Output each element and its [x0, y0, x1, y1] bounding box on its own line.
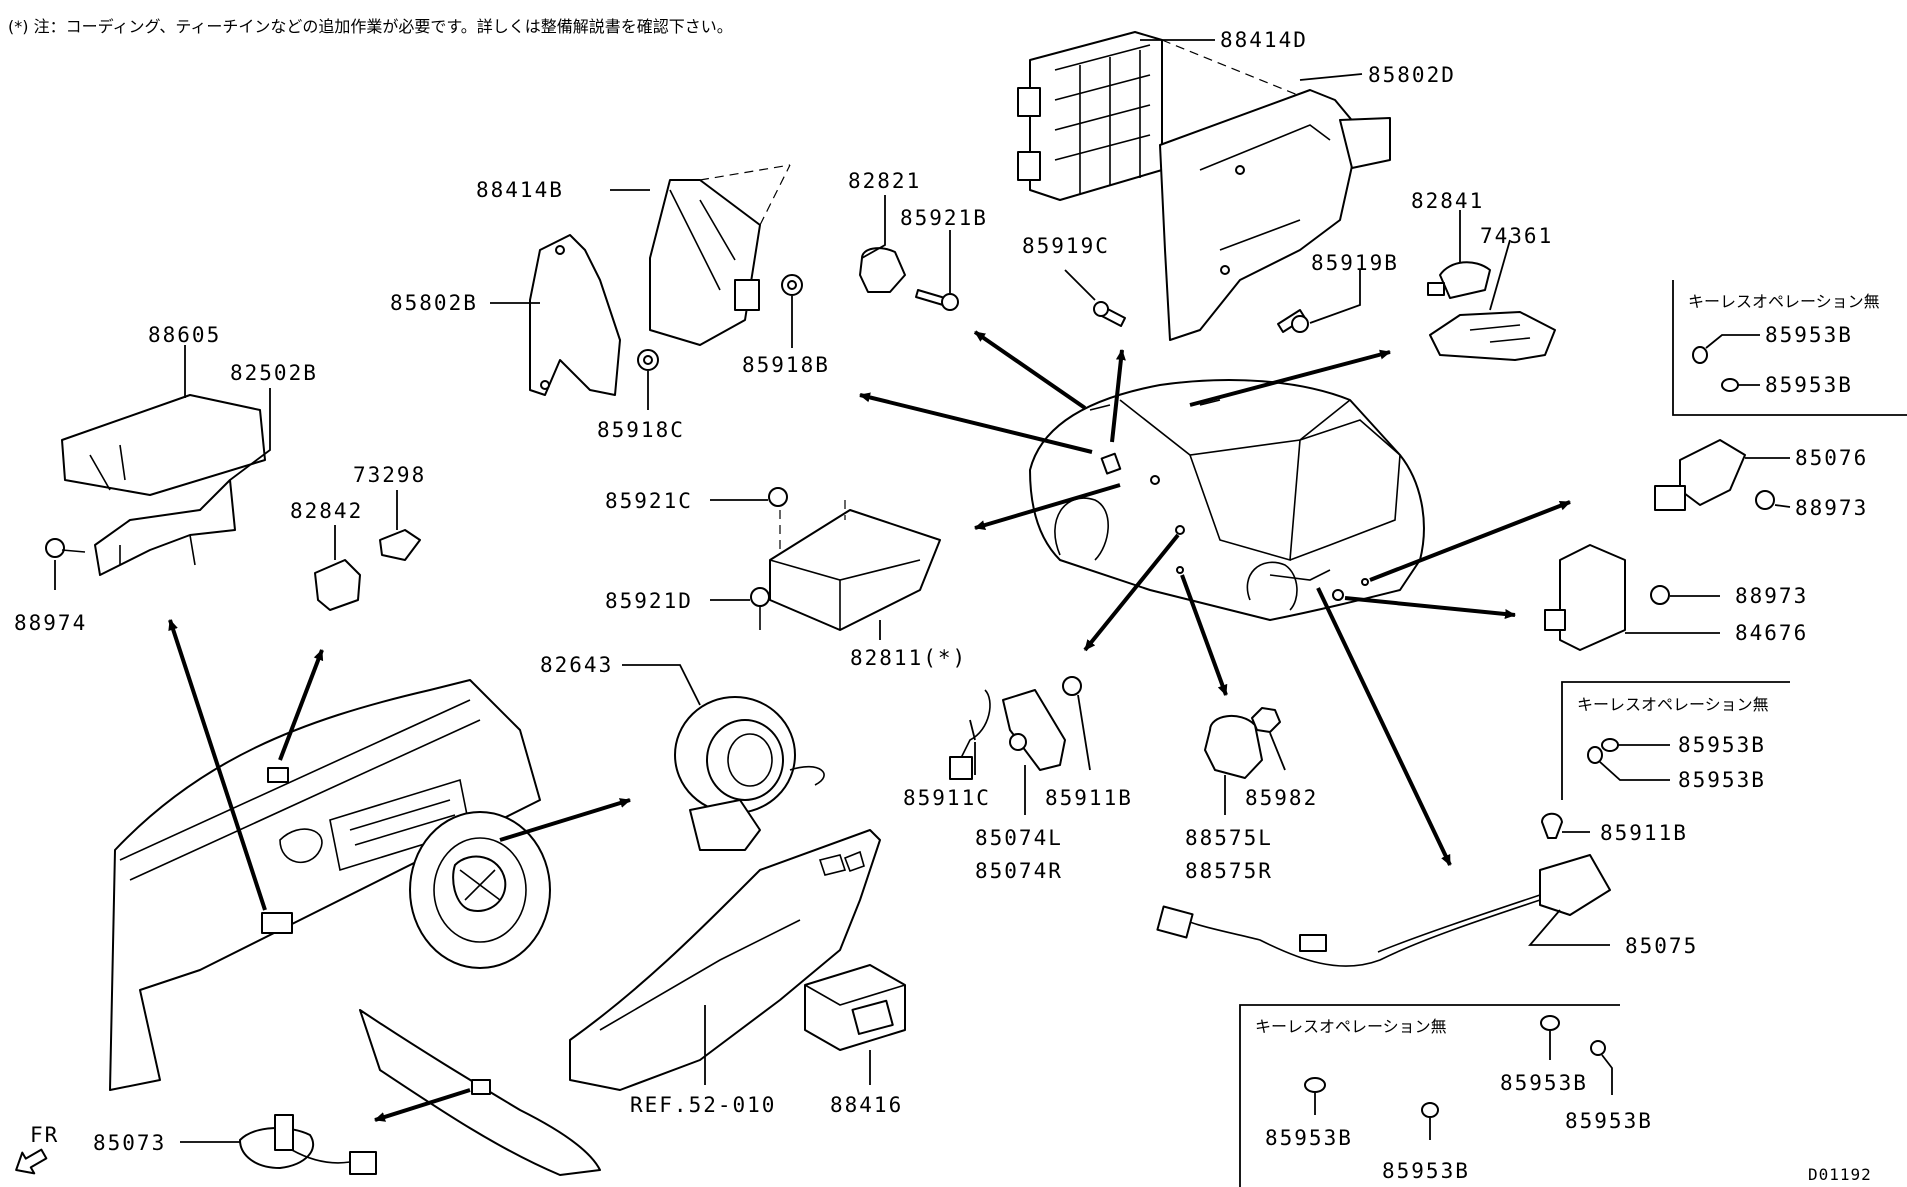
label-85918B: 85918B — [742, 353, 830, 377]
keyless-box-1: キーレスオペレーション無 85953B 85953B — [1672, 280, 1907, 416]
label-88414D: 88414D — [1220, 28, 1308, 52]
keyless-box-1-part-1: 85953B — [1765, 323, 1853, 347]
keyless-box-3-title: キーレスオペレーション無 — [1255, 1017, 1447, 1036]
bolt-85921D — [750, 587, 770, 630]
part-85076-sensor — [1654, 439, 1746, 511]
part-85802B-bracket — [529, 234, 621, 396]
bolt-85921B — [915, 289, 959, 311]
part-82643-clock-spring — [674, 696, 825, 851]
label-88575R: 88575R — [1185, 859, 1273, 883]
part-82502B-bracket — [94, 479, 236, 576]
label-88414B: 88414B — [476, 178, 564, 202]
part-85073-sensor — [239, 1114, 377, 1175]
part-88605-module — [61, 394, 266, 496]
vehicle-body — [1029, 379, 1425, 621]
bolt-85919C — [1093, 301, 1126, 327]
part-84676-antenna — [1544, 544, 1626, 651]
label-85921D: 85921D — [605, 589, 693, 613]
label-82811: 82811(*) — [850, 646, 967, 670]
part-85802D-bracket — [1159, 89, 1391, 341]
front-direction-label: FR — [30, 1123, 59, 1147]
label-74361: 74361 — [1480, 224, 1553, 248]
label-85802D: 85802D — [1368, 63, 1456, 87]
vehicle-arrows — [859, 330, 1571, 866]
label-85919C: 85919C — [1022, 234, 1110, 258]
nut-85982 — [1251, 707, 1281, 733]
label-88575L: 88575L — [1185, 826, 1273, 850]
part-73298-cover — [379, 529, 421, 561]
part-88414D-module — [1017, 31, 1311, 201]
front-direction-indicator: FR — [15, 1123, 59, 1175]
header-note: (*) 注：コーディング、ティーチインなどの追加作業が必要です。詳しくは整備解説… — [8, 17, 733, 36]
keyless-box-2-part-1: 85953B — [1678, 733, 1766, 757]
front-arrow-icon — [15, 1148, 48, 1175]
part-88575-sensor — [1204, 714, 1263, 779]
label-85911B-upper: 85911B — [1045, 786, 1133, 810]
part-82841-sensor — [1427, 261, 1491, 299]
keyless-box-2-part-2: 85953B — [1678, 768, 1766, 792]
keyless-box-3: キーレスオペレーション無 85953B 85953B 85953B 85953B — [1239, 1004, 1653, 1187]
label-85982: 85982 — [1245, 786, 1318, 810]
part-74361-cover — [1429, 311, 1556, 361]
keyless-box-2: キーレスオペレーション無 85953B 85953B — [1561, 681, 1790, 800]
label-82502B: 82502B — [230, 361, 318, 385]
nut-85918C — [637, 349, 659, 371]
label-ref: REF.52-010 — [630, 1093, 776, 1117]
clip-85911B-upper — [1062, 676, 1082, 696]
label-85074R: 85074R — [975, 859, 1063, 883]
label-84676: 84676 — [1735, 621, 1808, 645]
label-85919B: 85919B — [1311, 251, 1399, 275]
bolt-88973-lower — [1650, 585, 1670, 605]
bolt-85919B — [1277, 309, 1309, 333]
label-85075: 85075 — [1625, 934, 1698, 958]
keyless-box-3-part-2: 85953B — [1382, 1159, 1470, 1183]
keyless-box-1-title: キーレスオペレーション無 — [1688, 292, 1880, 311]
label-88973-lower: 88973 — [1735, 584, 1808, 608]
label-82643: 82643 — [540, 653, 613, 677]
part-88416-switch — [804, 964, 906, 1051]
label-88605: 88605 — [148, 323, 221, 347]
diagram-id: D01192 — [1808, 1165, 1872, 1184]
label-85911C: 85911C — [903, 786, 991, 810]
bolt-88974 — [45, 538, 86, 558]
bolt-88973-upper — [1755, 490, 1775, 510]
clip-85911B-lower — [1541, 812, 1563, 839]
part-82842-sensor — [314, 559, 361, 611]
label-88974: 88974 — [14, 611, 87, 635]
keyless-box-3-part-3: 85953B — [1500, 1071, 1588, 1095]
label-82842: 82842 — [290, 499, 363, 523]
keyless-box-1-part-2: 85953B — [1765, 373, 1853, 397]
panel-arrows — [168, 619, 631, 1122]
label-85911B-lower: 85911B — [1600, 821, 1688, 845]
part-85074-sensor — [949, 689, 1066, 780]
label-85802B: 85802B — [390, 291, 478, 315]
part-88414B-module — [649, 164, 791, 346]
label-85074L: 85074L — [975, 826, 1063, 850]
label-85076: 85076 — [1795, 446, 1868, 470]
lower-console — [569, 829, 881, 1091]
label-85921B: 85921B — [900, 206, 988, 230]
instrument-panel — [109, 679, 551, 1091]
bolt-85921C — [768, 487, 788, 507]
keyless-box-2-title: キーレスオペレーション無 — [1577, 695, 1769, 714]
label-85918C: 85918C — [597, 418, 685, 442]
label-85921C: 85921C — [605, 489, 693, 513]
part-85075-harness — [1156, 854, 1611, 967]
keyless-box-3-part-1: 85953B — [1265, 1126, 1353, 1150]
label-73298: 73298 — [353, 463, 426, 487]
part-82811-ecu — [769, 500, 941, 631]
label-88973-upper: 88973 — [1795, 496, 1868, 520]
label-85073: 85073 — [93, 1131, 166, 1155]
label-82841: 82841 — [1411, 189, 1484, 213]
keyless-box-3-part-4: 85953B — [1565, 1109, 1653, 1133]
nut-85918B — [781, 274, 803, 296]
label-82821: 82821 — [848, 169, 921, 193]
part-82821-sensor — [859, 247, 906, 293]
label-88416: 88416 — [830, 1093, 903, 1117]
